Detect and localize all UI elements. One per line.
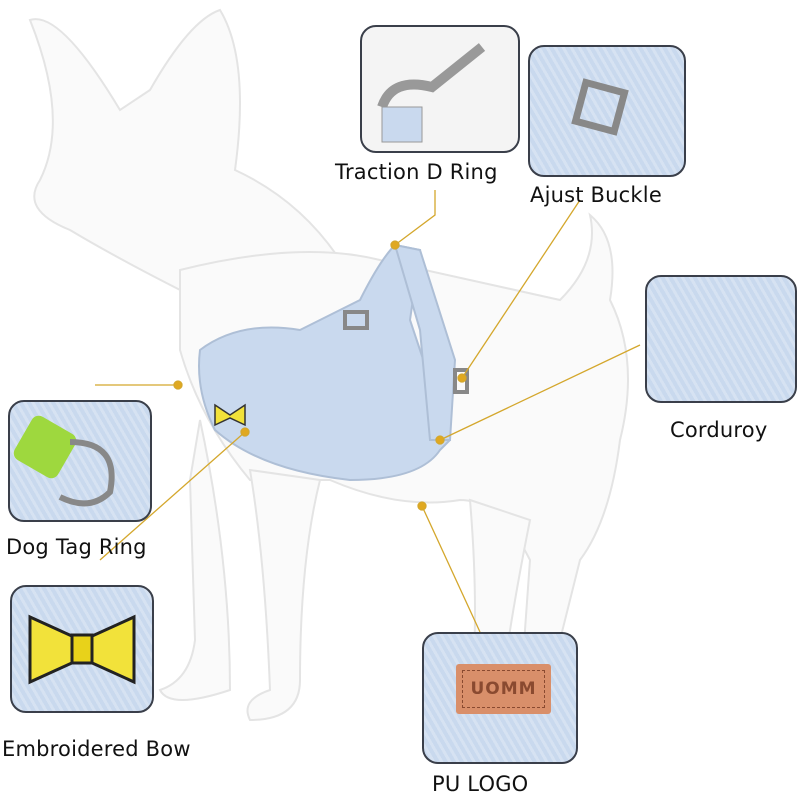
- pu-logo-label: PU LOGO: [432, 772, 529, 796]
- logo-badge-text: UOMM: [462, 670, 545, 708]
- traction-d-ring-label: Traction D Ring: [335, 160, 498, 184]
- pu-logo-badge: UOMM: [456, 664, 551, 714]
- d-ring-icon: [13, 415, 115, 507]
- bow-icon: [28, 614, 136, 685]
- corduroy-inset: [645, 275, 797, 403]
- corduroy-label: Corduroy: [670, 418, 768, 442]
- dog-tag-ring-label: Dog Tag Ring: [6, 535, 147, 559]
- adjust-buckle-inset: [528, 45, 686, 177]
- dog-tag-ring-inset: [8, 400, 152, 522]
- embroidered-bow-inset: [10, 585, 154, 713]
- adjust-buckle-label: Ajust Buckle: [530, 183, 662, 207]
- adjust-buckle-mark: [343, 310, 369, 330]
- traction-d-ring-inset: [360, 25, 520, 153]
- pu-logo-inset: UOMM: [422, 632, 578, 764]
- d-ring-clip-icon: [377, 43, 486, 143]
- bow-mark: [214, 403, 246, 427]
- embroidered-bow-label: Embroidered Bow: [2, 737, 191, 761]
- buckle-icon: [571, 78, 629, 136]
